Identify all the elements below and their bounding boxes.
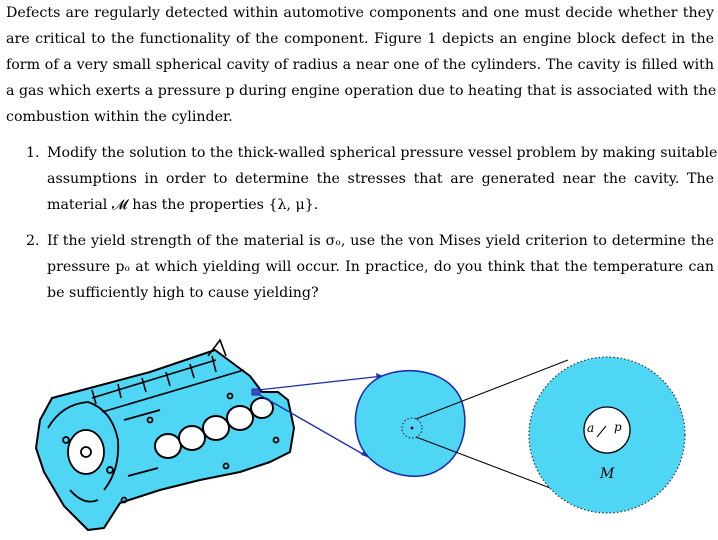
question-number: 2. (26, 233, 40, 249)
question-line: pressure pₒ at which yielding will occur… (47, 259, 714, 275)
question-line: Modify the solution to the thick-walled … (47, 145, 718, 161)
question-item: 1. Modify the solution to the thick-wall… (6, 140, 718, 218)
cavity-radius-label: a (587, 421, 594, 435)
engine-deck-ribs (91, 338, 245, 413)
question-line: be sufficiently high to cause yielding? (47, 285, 319, 301)
defect-marker (251, 388, 261, 396)
engine-front-face (47, 392, 280, 504)
question-list: 1. Modify the solution to the thick-wall… (6, 140, 718, 306)
cylinder-bores (154, 397, 274, 459)
intro-line: combustion within the cylinder. (6, 109, 233, 125)
material-label: M (599, 466, 615, 482)
zoomed-region-blob (354, 369, 466, 478)
zoomed-region (354, 369, 466, 478)
intro-paragraph: Defects are regularly detected within au… (6, 0, 717, 130)
spherical-cavity (583, 406, 631, 454)
question-item: 2. If the yield strength of the material… (6, 228, 714, 306)
zoom-source-circle (401, 417, 423, 439)
engine-block-illustration (35, 338, 295, 531)
problem-statement: Defects are regularly detected within au… (6, 0, 718, 316)
material-region: a p M (528, 356, 686, 514)
engine-defect-figure: a p M (35, 338, 686, 531)
question-line: material 𝓜 has the properties {λ, μ}. (47, 197, 319, 213)
intro-line: are critical to the functionality of the… (6, 31, 714, 47)
question-line: assumptions in order to determine the st… (47, 171, 714, 187)
magnify-lines (415, 359, 569, 495)
intro-line: a gas which exerts a pressure p during e… (6, 83, 717, 99)
intro-line: Defects are regularly detected within au… (6, 5, 714, 21)
cavity-pressure-label: p (614, 420, 622, 434)
intro-line: form of a very small spherical cavity of… (6, 57, 714, 73)
cavity-radius-line (596, 425, 607, 438)
question-line: If the yield strength of the material is… (47, 233, 714, 249)
question-number: 1. (26, 145, 40, 161)
